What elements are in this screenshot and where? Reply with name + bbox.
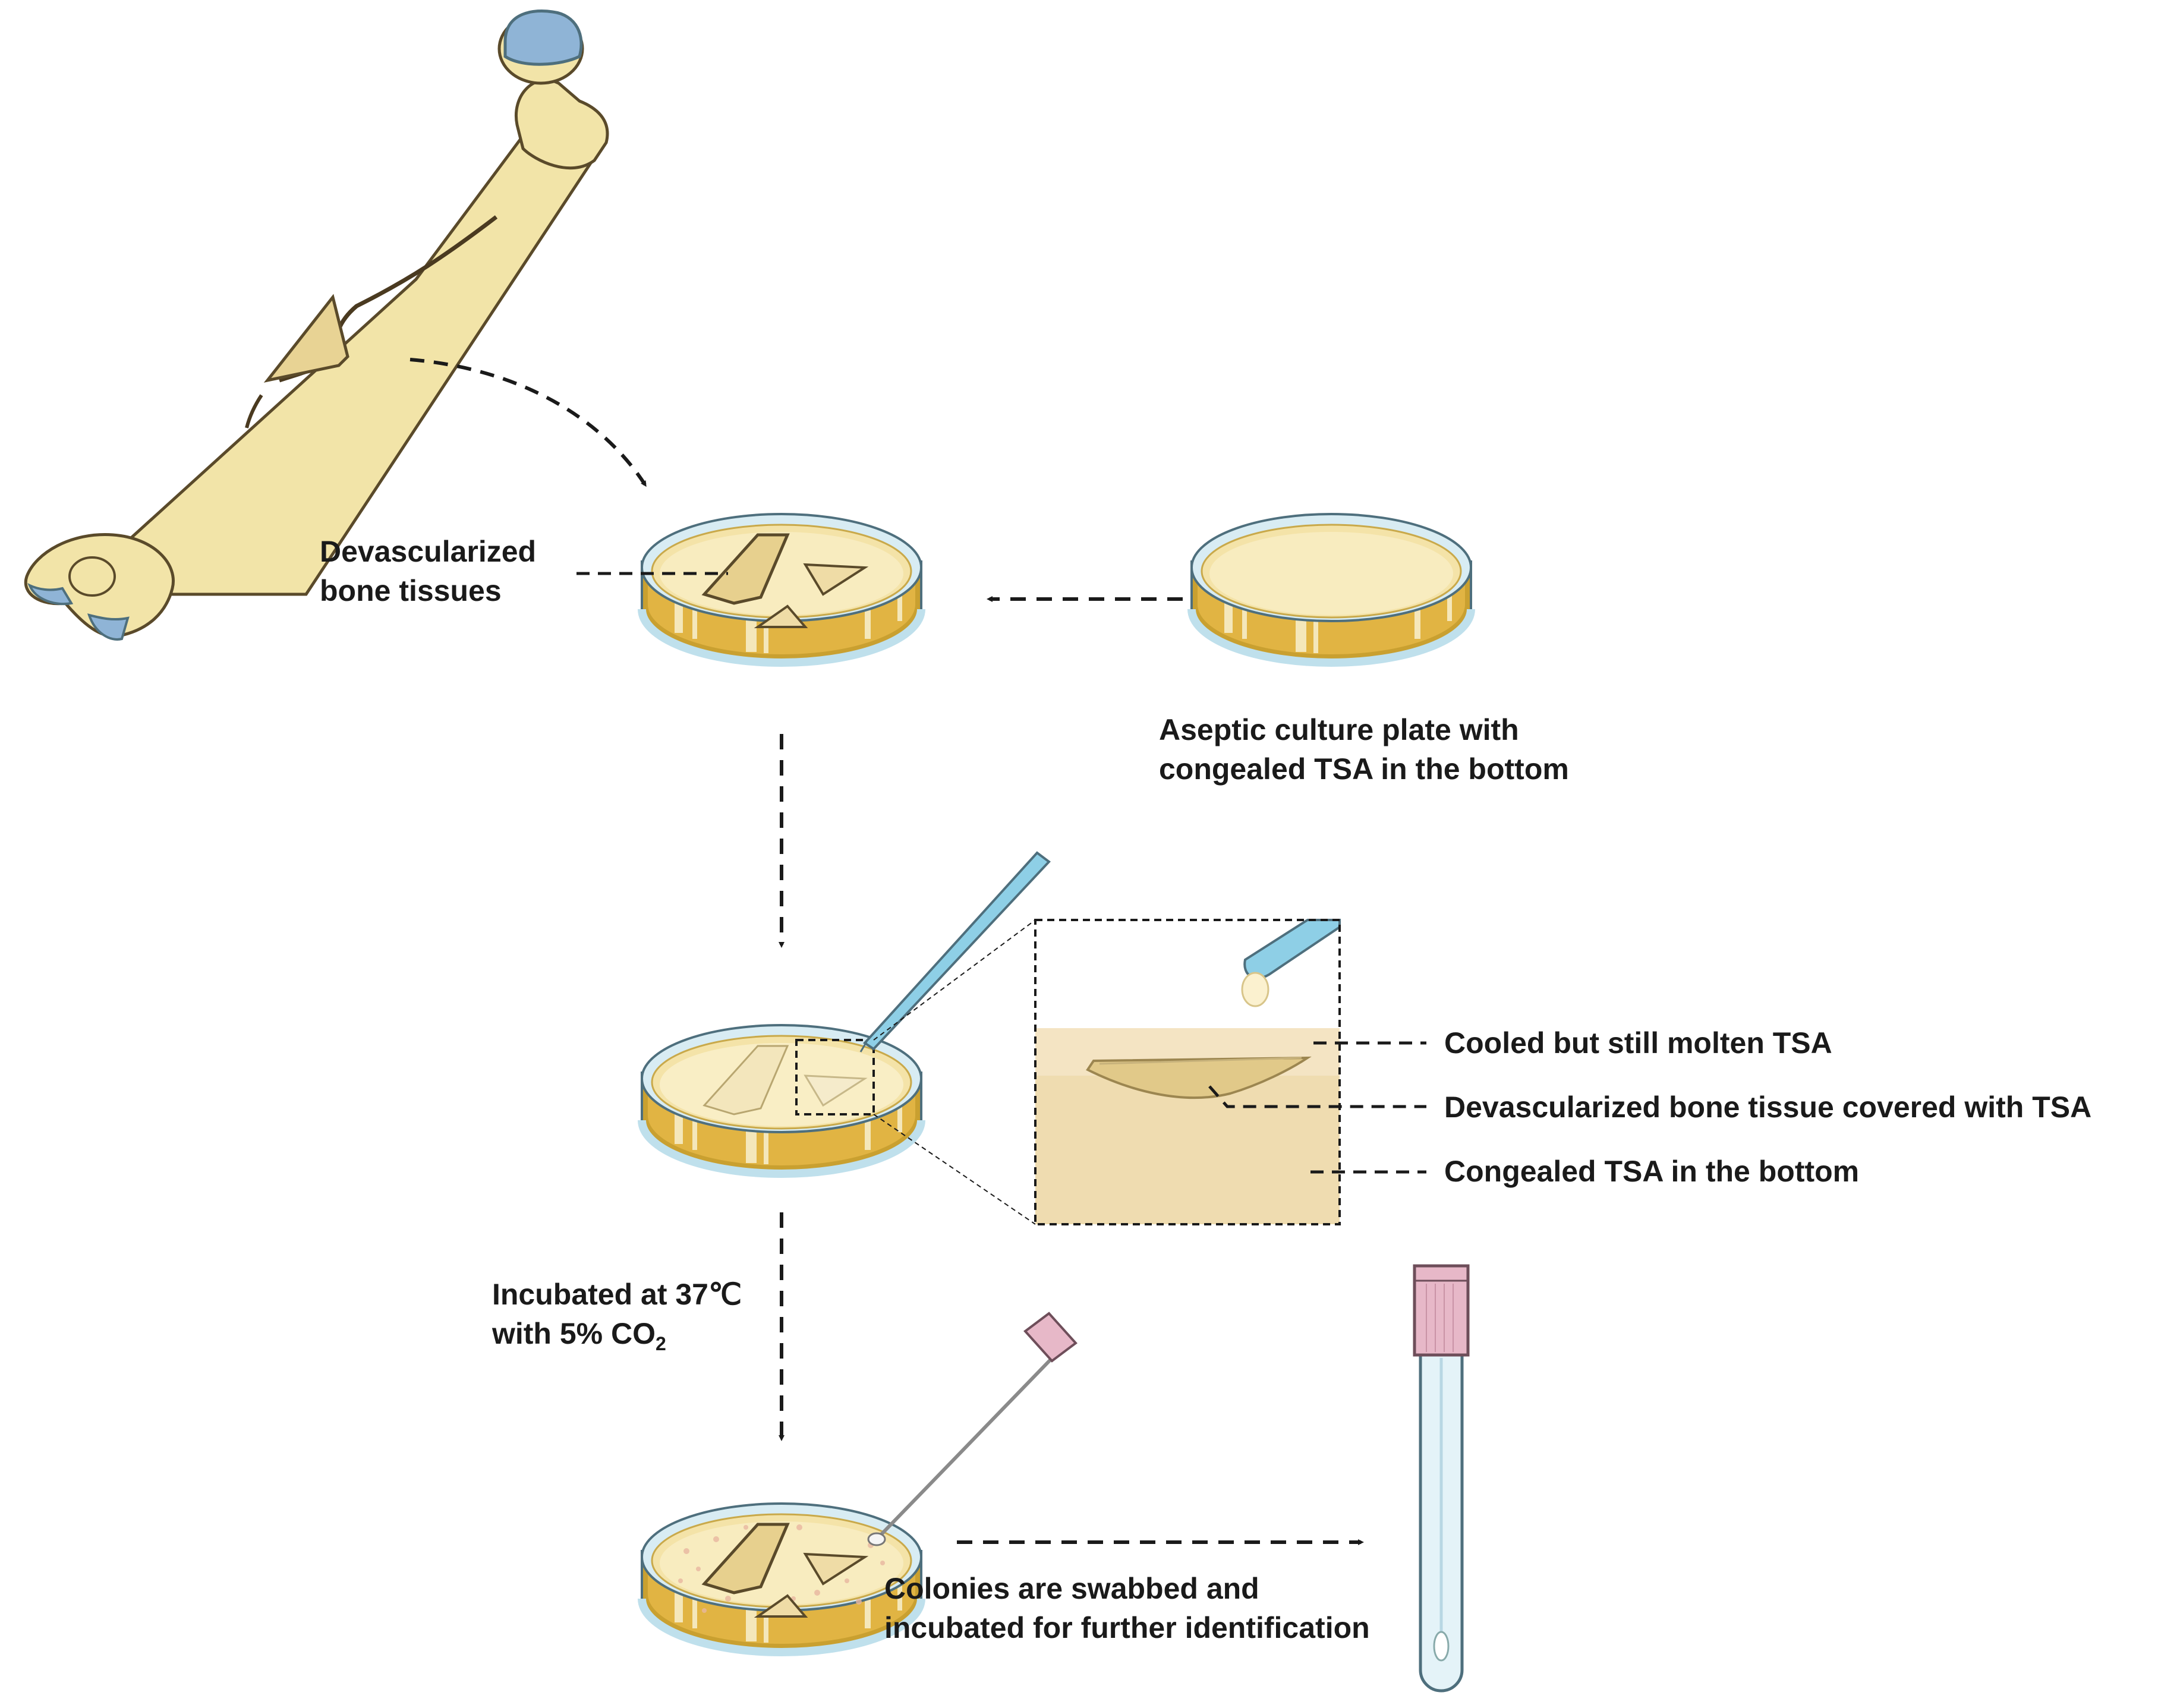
label-aseptic-culture-plate: Aseptic culture plate with congealed TSA…: [1159, 710, 1569, 789]
label-incubation-conditions: Incubated at 37℃ with 5% CO2: [492, 1275, 742, 1363]
label-line: congealed TSA in the bottom: [1159, 752, 1569, 786]
label-line: with 5% CO2: [492, 1317, 666, 1354]
petri-dish-icon: [1192, 514, 1471, 663]
label-line: Incubated at 37℃: [492, 1278, 742, 1311]
zoom-inset: [1034, 919, 1341, 1225]
label-cooled-molten-tsa: Cooled but still molten TSA: [1444, 1026, 1832, 1060]
culture-tube-icon: [1413, 1264, 1470, 1693]
label-line: bone tissues: [320, 574, 502, 607]
petri-dish-icon: [642, 514, 921, 663]
label-bone-covered-with-tsa: Devascularized bone tissue covered with …: [1444, 1091, 2092, 1124]
arrow-bone-to-plate: [409, 358, 647, 487]
label-congealed-tsa-bottom: Congealed TSA in the bottom: [1444, 1155, 1860, 1188]
petri-dish-icon: [642, 1504, 921, 1652]
label-colonies-swabbed: Colonies are swabbed and incubated for f…: [884, 1569, 1370, 1647]
petri-dish-icon: [642, 1025, 921, 1174]
label-line: Colonies are swabbed and: [884, 1572, 1259, 1605]
pipette-icon: [859, 851, 1051, 1052]
label-devascularized-bone-tissues: Devascularized bone tissues: [320, 532, 536, 610]
label-line: incubated for further identification: [884, 1611, 1370, 1644]
femur-bone-icon: [24, 9, 609, 641]
swab-icon: [867, 1312, 1078, 1546]
label-line: Aseptic culture plate with: [1159, 713, 1519, 746]
label-line: Devascularized: [320, 535, 537, 568]
